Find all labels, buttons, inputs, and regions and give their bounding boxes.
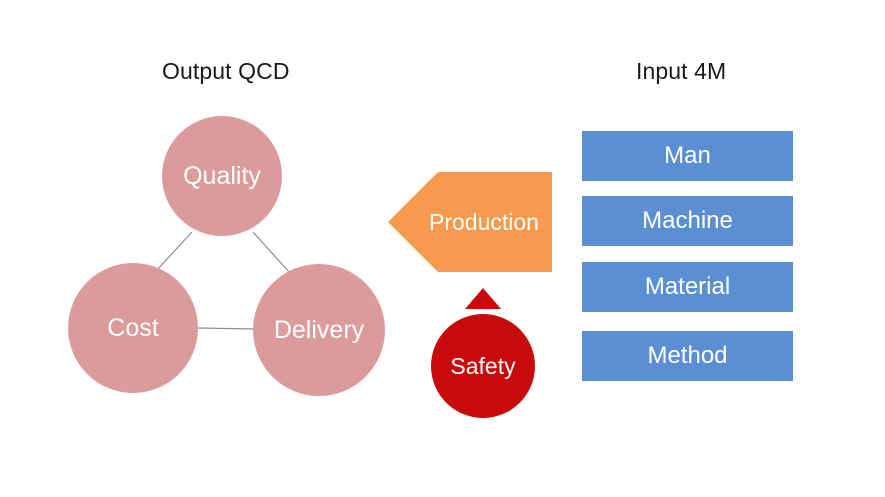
qcd-node-cost[interactable]: Cost bbox=[68, 263, 198, 393]
qcd-node-cost-label: Cost bbox=[107, 313, 159, 342]
input-4m-bar-method[interactable]: Method bbox=[582, 331, 793, 381]
connector-quality-cost bbox=[154, 231, 193, 273]
qcd-node-quality[interactable]: Quality bbox=[162, 116, 282, 236]
safety-node-label: Safety bbox=[450, 352, 516, 379]
safety-node[interactable]: Safety bbox=[431, 314, 535, 418]
production-arrow[interactable]: Production bbox=[388, 172, 552, 272]
safety-up-arrow-icon bbox=[465, 288, 501, 309]
qcd-node-quality-label: Quality bbox=[183, 161, 261, 190]
production-arrow-label: Production bbox=[429, 208, 539, 235]
qcd-node-delivery-label: Delivery bbox=[273, 315, 365, 344]
input-4m-bar-material-label: Material bbox=[644, 273, 731, 300]
output-qcd-heading: Output QCD bbox=[162, 58, 290, 84]
input-4m-bar-method-label: Method bbox=[647, 342, 728, 369]
qcd-node-delivery[interactable]: Delivery bbox=[253, 264, 385, 396]
input-4m-bar-machine[interactable]: Machine bbox=[582, 196, 793, 246]
input-4m-heading: Input 4M bbox=[636, 58, 727, 84]
input-4m-bar-list: Man Machine Material Method bbox=[582, 131, 793, 381]
connector-cost-delivery bbox=[197, 327, 255, 330]
input-4m-bar-material[interactable]: Material bbox=[582, 262, 793, 312]
input-4m-bar-man[interactable]: Man bbox=[582, 131, 793, 181]
input-4m-bar-machine-label: Machine bbox=[642, 207, 733, 234]
connector-quality-delivery bbox=[252, 231, 291, 274]
input-4m-bar-man-label: Man bbox=[664, 142, 711, 169]
